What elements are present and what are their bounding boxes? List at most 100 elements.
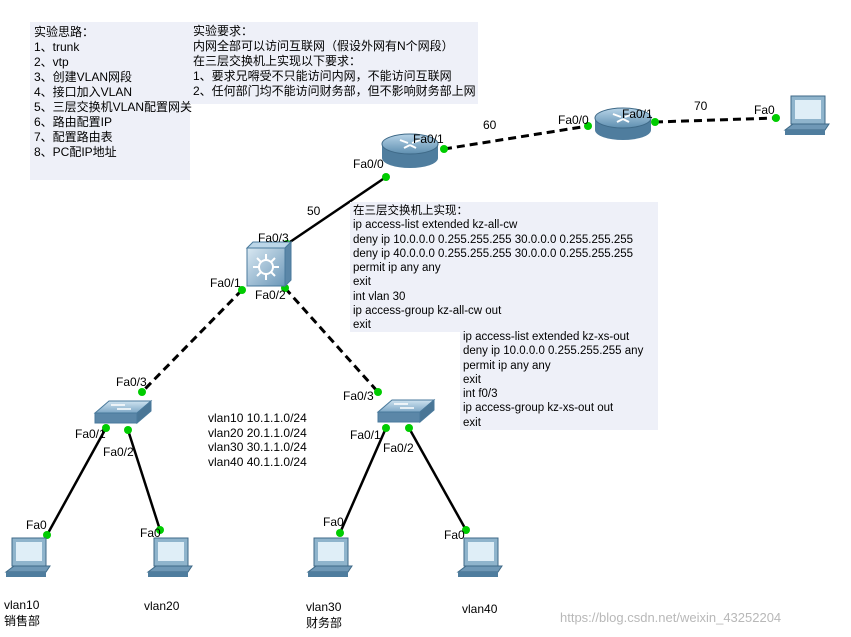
acl-line: ip access-list extended kz-xs-out [463, 331, 630, 343]
steps-title: 实验思路： [34, 25, 95, 39]
link-light [405, 424, 413, 432]
port-label: Fa0/1 [350, 428, 381, 442]
step-item: 5、三层交换机VLAN配置网关 [34, 100, 193, 114]
port-label: Fa0/3 [343, 389, 374, 403]
cable-sw2-pc3[interactable] [338, 427, 388, 534]
link-cost-label: 60 [483, 118, 497, 132]
requirements-line: 1、要求兄嘚受不只能访问内网，不能访问互联网 [193, 69, 452, 83]
switch-icon[interactable] [93, 399, 153, 425]
pc-vlan-label: vlan30 [306, 600, 342, 614]
acl-line: ip access-group kz-xs-out out [463, 402, 614, 415]
acl-line: ip access-list extended kz-all-cw [353, 219, 518, 232]
acl-line: permit ip any any [463, 359, 551, 372]
link-lights [43, 114, 780, 539]
link-cost-label: 50 [307, 204, 321, 218]
cable-group [45, 116, 777, 536]
watermark: https://blog.csdn.net/weixin_43252204 [560, 610, 782, 625]
pc-icon[interactable] [456, 537, 503, 577]
port-label: Fa0/0 [353, 157, 384, 171]
port-label: Fa0/1 [75, 427, 106, 441]
link-light [336, 529, 344, 537]
acl-line: 在三层交换机上实现： [353, 205, 468, 217]
steps-note: 实验思路： 1、trunk 2、vtp 3、创建VLAN网段 4、接口加入VLA… [30, 22, 193, 180]
link-light [102, 424, 110, 432]
acl-line: exit [353, 276, 371, 289]
link-light [156, 526, 164, 534]
acl-line: int vlan 30 [353, 290, 406, 303]
pc-icon[interactable] [306, 537, 353, 577]
acl-line: deny ip 40.0.0.0 0.255.255.255 30.0.0.0 … [353, 247, 634, 260]
vlan-subnet-line: vlan30 30.1.1.0/24 [208, 440, 307, 454]
link-light [462, 526, 470, 534]
link-cost-label: 70 [694, 99, 708, 113]
vlan-subnet-line: vlan40 40.1.1.0/24 [208, 454, 307, 469]
cable-msw-sw1[interactable] [140, 288, 244, 394]
router-icon[interactable] [594, 107, 652, 140]
port-label: Fa0 [444, 528, 465, 542]
step-item: 7、配置路由表 [34, 130, 113, 144]
port-label: Fa0/1 [622, 107, 653, 121]
requirements-note: 实验要求： 内网全部可以访问互联网（假设外网有N个网段） 在三层交换机上实现以下… [190, 22, 478, 104]
acl-line: exit [463, 373, 481, 386]
step-item: 4、接口加入VLAN [34, 85, 133, 99]
pc-vlan-label: vlan10 [4, 598, 40, 612]
cable-r1-r2[interactable] [443, 124, 589, 151]
link-light [382, 173, 390, 181]
step-item: 6、路由配置IP [34, 115, 113, 129]
vlan-subnet-line: vlan10 10.1.1.0/24 [208, 411, 307, 425]
cable-r2-isp[interactable] [654, 116, 777, 124]
cable-sw1-pc1[interactable] [45, 427, 108, 536]
acl-xs-out-note: ip access-list extended kz-xs-out deny i… [460, 329, 658, 430]
link-light [651, 118, 659, 126]
link-light [138, 388, 146, 396]
link-light [238, 286, 246, 294]
step-item: 1、trunk [34, 40, 80, 54]
acl-line: exit [463, 416, 481, 429]
link-light [124, 426, 132, 434]
router-icon[interactable] [381, 133, 439, 168]
pc-vlan-label: vlan20 [144, 599, 180, 613]
acl-line: permit ip any any [353, 262, 441, 275]
acl-line: ip access-group kz-all-cw out [353, 305, 502, 318]
acl-all-cw-note: 在三层交换机上实现： ip access-list extended kz-al… [350, 202, 658, 332]
requirements-line: 在三层交换机上实现以下要求： [193, 54, 362, 68]
cable-sw2-pc4[interactable] [407, 427, 468, 531]
requirements-line: 2、任何部门均不能访问财务部，但不影响财务部上网 [193, 84, 476, 98]
pc-dept-label: 财务部 [306, 616, 343, 630]
port-label: Fa0/3 [116, 375, 147, 389]
port-label: Fa0/2 [103, 445, 134, 459]
multilayer-switch-icon[interactable] [245, 240, 293, 288]
requirements-line: 实验要求： [193, 24, 254, 38]
acl-line: deny ip 10.0.0.0 0.255.255.255 30.0.0.0 … [353, 233, 634, 246]
port-label: Fa0/0 [558, 113, 589, 127]
cable-sw1-pc2[interactable] [126, 429, 162, 531]
cable-msw-sw2[interactable] [283, 287, 380, 393]
link-light [440, 145, 448, 153]
pc-icon[interactable] [783, 95, 830, 135]
switch-icon[interactable] [376, 398, 436, 424]
port-label: Fa0 [323, 515, 344, 529]
port-label: Fa0 [26, 518, 47, 532]
cable-r1-msw[interactable] [286, 175, 387, 246]
pc-icon[interactable] [146, 537, 193, 577]
port-label: Fa0 [754, 103, 775, 117]
acl-line: deny ip 10.0.0.0 0.255.255.255 any [463, 345, 644, 358]
pc-dept-label: 销售部 [4, 614, 41, 628]
step-item: 3、创建VLAN网段 [34, 70, 133, 84]
link-light [374, 388, 382, 396]
vlan-subnet-line: vlan20 20.1.1.0/24 [208, 425, 307, 440]
acl-line: int f0/3 [463, 388, 498, 401]
port-label: Fa0/1 [210, 276, 241, 290]
link-light [584, 122, 592, 130]
link-light [772, 114, 780, 122]
port-label: Fa0/2 [383, 441, 414, 455]
requirements-line: 内网全部可以访问互联网（假设外网有N个网段） [193, 39, 454, 53]
link-light [43, 531, 51, 539]
step-item: 8、PC配IP地址 [34, 145, 117, 159]
port-label: Fa0/1 [413, 132, 444, 146]
vlan-subnets-note: vlan10 10.1.1.0/24 vlan20 20.1.1.0/24 vl… [205, 410, 315, 469]
port-label: Fa0/2 [255, 288, 286, 302]
pc-icon[interactable] [4, 537, 51, 577]
link-light [382, 424, 390, 432]
